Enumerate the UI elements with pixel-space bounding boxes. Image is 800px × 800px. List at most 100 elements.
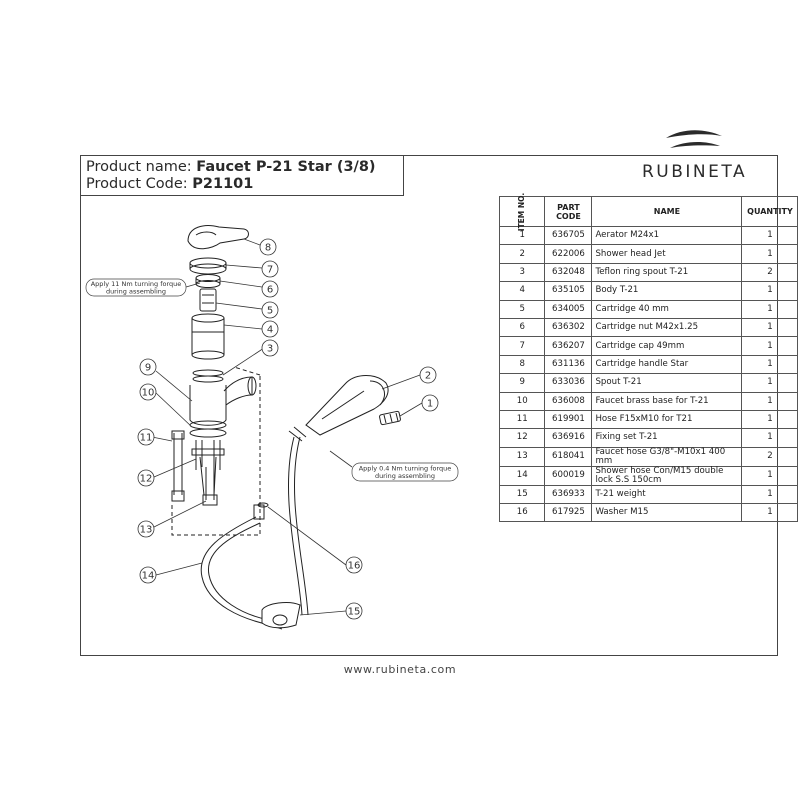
rubineta-logo: RUBINETA [620,128,770,188]
item-no-cell: 15 [498,484,546,505]
part-code-cell: 634005 [544,299,593,319]
part-code-cell: 600019 [544,465,593,486]
torque-note-right-line2: during assembling [375,472,435,480]
quantity-cell: 1 [741,391,799,411]
callout-1: 1 [427,399,433,410]
item-no-cell: 4 [498,281,546,301]
part-name-cell: Fixing set T-21 [591,428,743,448]
item-no-cell: 6 [498,317,546,338]
callout-15: 15 [348,607,361,618]
part-code-cell: 636008 [544,391,593,411]
item-no-cell: 10 [498,391,546,411]
parts-table-header: ITEM NO. PART CODE NAME QUANTITY [498,193,799,231]
part-name-cell: Teflon ring spout T-21 [591,262,743,283]
item-no-cell: 3 [498,262,546,283]
quantity-cell: 1 [741,225,799,246]
callout-7: 7 [267,265,273,276]
header-quantity: QUANTITY [741,196,799,227]
part-code-cell: 636207 [544,336,593,356]
item-no-cell: 13 [498,446,546,467]
callout-5: 5 [267,306,273,317]
part-name-cell: Cartridge handle Star [591,354,743,375]
callout-16: 16 [348,561,361,572]
quantity-cell: 1 [741,465,799,486]
part-code-cell: 632048 [544,262,593,283]
website-footer: www.rubineta.com [343,663,457,676]
product-name-line: Product name: Faucet P-21 Star (3/8) [86,159,376,175]
part-code-cell: 635105 [544,281,593,301]
callout-8: 8 [265,243,271,254]
part-name-cell: Cartridge nut M42x1.25 [591,317,743,338]
part-code-cell: 636916 [544,428,593,448]
item-no-cell: 12 [498,428,546,448]
callout-12: 12 [140,474,153,485]
quantity-cell: 2 [741,446,799,467]
quantity-cell: 1 [741,503,799,523]
torque-note-left-box [85,278,187,297]
part-name-cell: T-21 weight [591,484,743,505]
callout-6: 6 [267,285,273,296]
torque-note-right-box [351,462,459,482]
header-item-no: ITEM NO. [498,193,546,231]
part-name-cell: Hose F15xM10 for T21 [591,409,743,430]
quantity-cell: 1 [741,409,799,430]
part-name-cell: Body T-21 [591,281,743,301]
header-part-code: PART CODE [544,196,593,227]
part-code-cell: 636933 [544,484,593,505]
quantity-cell: 1 [741,428,799,448]
item-no-cell: 14 [498,465,546,486]
header-name: NAME [591,196,743,227]
callout-4: 4 [267,325,273,336]
part-code-cell: 617925 [544,503,593,523]
item-no-cell: 5 [498,299,546,319]
item-no-cell: 8 [498,354,546,375]
item-no-cell: 9 [498,373,546,393]
torque-note-left-line2: during assembling [106,288,166,296]
quantity-cell: 1 [741,299,799,319]
part-code-cell: 631136 [544,354,593,375]
product-name-label: Product name: [86,159,197,175]
part-name-cell: Spout T-21 [591,373,743,393]
quantity-cell: 1 [741,244,799,264]
callout-11: 11 [140,433,153,444]
quantity-cell: 1 [741,354,799,375]
quantity-cell: 2 [741,262,799,283]
item-no-cell: 11 [498,409,546,430]
part-code-cell: 619901 [544,409,593,430]
quantity-cell: 1 [741,336,799,356]
callout-10: 10 [142,388,155,399]
logo-swoosh-icon [666,130,722,148]
callout-13: 13 [140,525,153,536]
part-name-cell: Faucet hose G3/8"-M10x1 400 mm [591,446,743,467]
part-name-cell: Aerator M24x1 [591,225,743,246]
quantity-cell: 1 [741,484,799,505]
product-code-label: Product Code: [86,176,193,192]
item-no-cell: 16 [498,503,546,523]
product-header: Product name: Faucet P-21 Star (3/8) Pro… [80,155,404,196]
part-code-cell: 618041 [544,446,593,467]
quantity-cell: 1 [741,373,799,393]
exploded-view-diagram: 8 7 6 5 4 3 2 1 9 10 11 12 13 14 15 16 A… [84,205,494,650]
item-no-cell: 7 [498,336,546,356]
callout-2: 2 [425,371,431,382]
product-code-line: Product Code: P21101 [86,176,253,192]
torque-note-right-line1: Apply 0.4 Nm turning forque [359,465,452,473]
product-code: P21101 [192,176,254,192]
part-name-cell: Washer M15 [591,503,743,523]
part-name-cell: Cartridge cap 49mm [591,336,743,356]
